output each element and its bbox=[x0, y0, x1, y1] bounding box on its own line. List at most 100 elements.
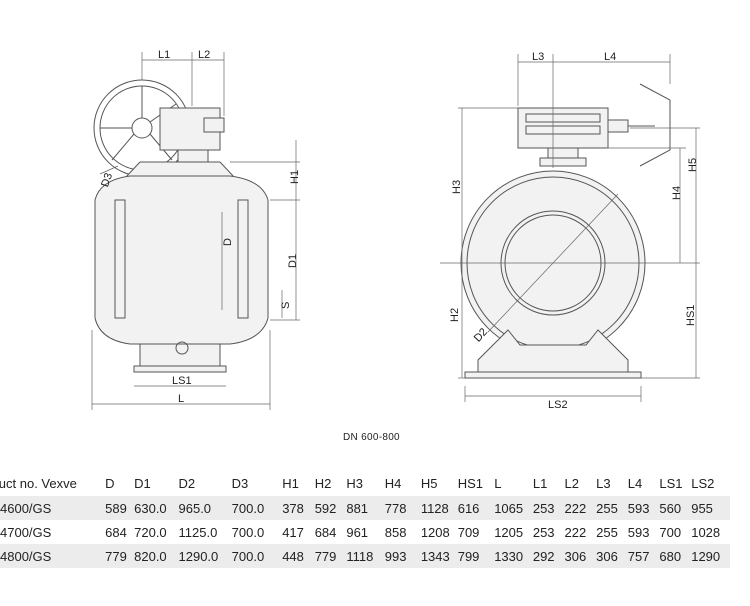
cell-product: 4800/GS bbox=[0, 544, 106, 568]
header-HS1: HS1 bbox=[457, 475, 484, 491]
cell: 589 bbox=[105, 496, 135, 520]
header-L4: L4 bbox=[627, 475, 643, 491]
cell: 222 bbox=[564, 496, 597, 520]
label-LS2: LS2 bbox=[548, 399, 568, 411]
cell: 560 bbox=[659, 496, 692, 520]
label-L2: L2 bbox=[198, 49, 210, 61]
cell: 778 bbox=[384, 496, 421, 520]
cell: 1118 bbox=[346, 544, 385, 568]
cell: 684 bbox=[314, 524, 337, 540]
cell: 1290.0 bbox=[178, 544, 232, 568]
table-header-row: roduct no. Vexve D D1 D2 D3 H1 H2 H3 H4 … bbox=[0, 470, 730, 496]
cell: 255 bbox=[596, 496, 628, 520]
header-product: roduct no. Vexve bbox=[0, 475, 77, 491]
table-row: 4600/GS 589 630.0 965.0 700.0 378 592 88… bbox=[0, 496, 730, 520]
cell: 1125.0 bbox=[178, 524, 218, 540]
label-H3: H3 bbox=[451, 180, 463, 194]
label-H1: H1 bbox=[289, 170, 301, 184]
header-L: L bbox=[494, 475, 502, 491]
cell: 1290 bbox=[691, 544, 730, 568]
cell: 292 bbox=[532, 544, 565, 568]
cell: 709 bbox=[457, 524, 480, 540]
cell: 593 bbox=[627, 524, 650, 540]
cell: 799 bbox=[457, 544, 495, 568]
header-H2: H2 bbox=[314, 475, 332, 491]
header-L1: L1 bbox=[532, 475, 548, 491]
label-D3: D3 bbox=[99, 171, 115, 188]
cell: 700 bbox=[659, 524, 682, 540]
cell: 684 bbox=[105, 524, 127, 540]
cell: 253 bbox=[532, 524, 555, 540]
cell: 858 bbox=[384, 524, 407, 540]
specification-table: roduct no. Vexve D D1 D2 D3 H1 H2 H3 H4 … bbox=[0, 470, 730, 568]
label-D1: D1 bbox=[287, 254, 299, 268]
label-H5: H5 bbox=[687, 158, 699, 172]
cell: 1205 bbox=[494, 524, 524, 540]
cell-product: 4600/GS bbox=[0, 496, 106, 520]
cell: 1330 bbox=[494, 544, 533, 568]
table-row: 4700/GS 684 720.0 1125.0 700.0 417 684 9… bbox=[0, 520, 730, 544]
label-H2: H2 bbox=[449, 308, 461, 322]
cell-product: 4700/GS bbox=[0, 524, 52, 540]
cell: 253 bbox=[532, 496, 565, 520]
header-D: D bbox=[105, 475, 115, 491]
label-HS1: HS1 bbox=[685, 305, 697, 326]
cell: 1128 bbox=[420, 496, 458, 520]
cell: 993 bbox=[384, 544, 421, 568]
label-S: S bbox=[280, 302, 292, 309]
front-view-drawing: L1 L2 D3 H1 D D1 S LS1 L bbox=[91, 49, 301, 410]
valve-body bbox=[94, 175, 269, 345]
cell: 1065 bbox=[494, 496, 533, 520]
cell: 700.0 bbox=[231, 524, 265, 540]
cell: 965.0 bbox=[178, 496, 232, 520]
cell: 779 bbox=[314, 544, 347, 568]
header-H5: H5 bbox=[420, 475, 438, 491]
cell: 680 bbox=[659, 544, 692, 568]
cell: 1343 bbox=[420, 544, 458, 568]
cell: 378 bbox=[282, 496, 315, 520]
table-row: 4800/GS 779 820.0 1290.0 700.0 448 779 1… bbox=[0, 544, 730, 568]
cell: 592 bbox=[314, 496, 347, 520]
label-L4: L4 bbox=[604, 51, 616, 63]
cell: 1028 bbox=[691, 524, 721, 540]
cell: 720.0 bbox=[134, 524, 167, 540]
cell: 630.0 bbox=[134, 496, 179, 520]
cell: 757 bbox=[627, 544, 660, 568]
header-H3: H3 bbox=[346, 475, 363, 491]
side-view-drawing: L3 L4 H3 H4 H5 H2 D2 HS1 LS2 bbox=[440, 51, 700, 411]
cell: 700.0 bbox=[231, 544, 283, 568]
header-H1: H1 bbox=[282, 475, 299, 491]
header-D3: D3 bbox=[231, 475, 249, 491]
header-LS2: LS2 bbox=[691, 475, 715, 491]
label-L: L bbox=[178, 393, 184, 405]
cell: 820.0 bbox=[134, 544, 179, 568]
cell: 881 bbox=[346, 496, 385, 520]
side-handwheel bbox=[639, 83, 671, 167]
header-H4: H4 bbox=[384, 475, 402, 491]
cell: 961 bbox=[346, 524, 369, 540]
technical-drawings: L1 L2 D3 H1 D D1 S LS1 L bbox=[91, 49, 700, 411]
side-gearbox bbox=[517, 107, 609, 149]
cell: 700.0 bbox=[231, 496, 283, 520]
cell: 616 bbox=[457, 496, 495, 520]
cell: 448 bbox=[282, 544, 315, 568]
cell: 1208 bbox=[420, 524, 450, 540]
drawing-caption: DN 600-800 bbox=[343, 432, 400, 443]
label-L1: L1 bbox=[158, 49, 170, 61]
cell: 306 bbox=[564, 544, 597, 568]
label-D2: D2 bbox=[472, 326, 490, 344]
header-L3: L3 bbox=[596, 475, 611, 491]
label-L3: L3 bbox=[532, 51, 544, 63]
label-D: D bbox=[222, 238, 234, 246]
label-LS1: LS1 bbox=[172, 375, 192, 387]
cell: 222 bbox=[564, 524, 587, 540]
label-H4: H4 bbox=[671, 186, 683, 200]
header-D1: D1 bbox=[134, 475, 151, 491]
cell: 955 bbox=[691, 496, 730, 520]
cell: 306 bbox=[596, 544, 628, 568]
header-LS1: LS1 bbox=[659, 475, 683, 491]
header-D2: D2 bbox=[178, 475, 196, 491]
cell: 417 bbox=[282, 524, 304, 540]
header-L2: L2 bbox=[564, 475, 579, 491]
cell: 593 bbox=[627, 496, 660, 520]
